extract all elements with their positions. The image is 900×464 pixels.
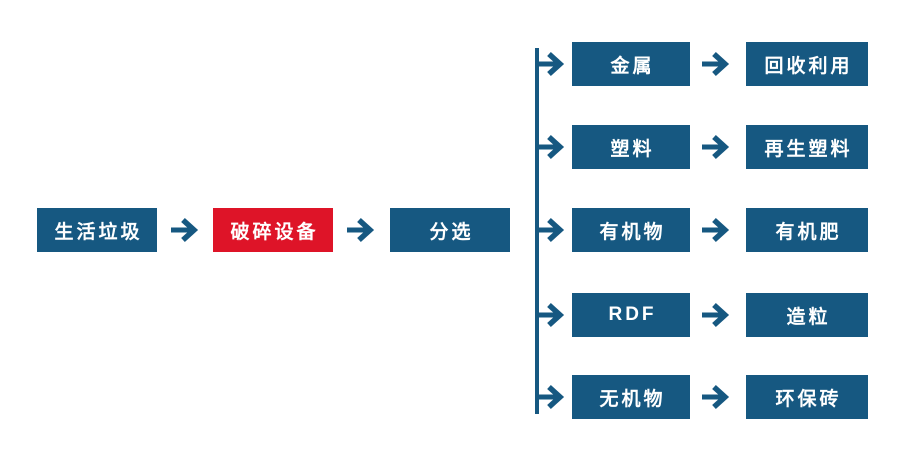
flow-node-household-waste: 生活垃圾 [37,208,157,252]
flow-node-sorting: 分选 [390,208,510,252]
arrow-right-icon [702,134,730,160]
flow-node-rdf: RDF [572,293,690,337]
flow-node-metal: 金属 [572,42,690,86]
flow-node-recycling: 回收利用 [746,42,868,86]
flow-node-inorganic-matter: 无机物 [572,375,690,419]
arrow-right-icon [537,302,565,328]
arrow-right-icon [537,217,565,243]
arrow-right-icon [537,384,565,410]
flow-node-plastic: 塑料 [572,125,690,169]
flow-node-granulation: 造粒 [746,293,868,337]
flow-node-eco-brick: 环保砖 [746,375,868,419]
branch-row-rdf: RDF 造粒 [535,293,868,337]
flow-node-recycled-plastic: 再生塑料 [746,125,868,169]
flow-node-crushing-equipment: 破碎设备 [213,208,333,252]
arrow-right-icon [347,217,375,243]
arrow-right-icon [702,302,730,328]
arrow-right-icon [702,217,730,243]
arrow-right-icon [702,51,730,77]
branch-row-organic: 有机物 有机肥 [535,208,868,252]
flow-node-organic-matter: 有机物 [572,208,690,252]
arrow-right-icon [171,217,199,243]
arrow-right-icon [537,134,565,160]
branch-row-metal: 金属 回收利用 [535,42,868,86]
arrow-right-icon [702,384,730,410]
branch-row-inorganic: 无机物 环保砖 [535,375,868,419]
arrow-right-icon [537,51,565,77]
branch-row-plastic: 塑料 再生塑料 [535,125,868,169]
flow-node-organic-fertilizer: 有机肥 [746,208,868,252]
